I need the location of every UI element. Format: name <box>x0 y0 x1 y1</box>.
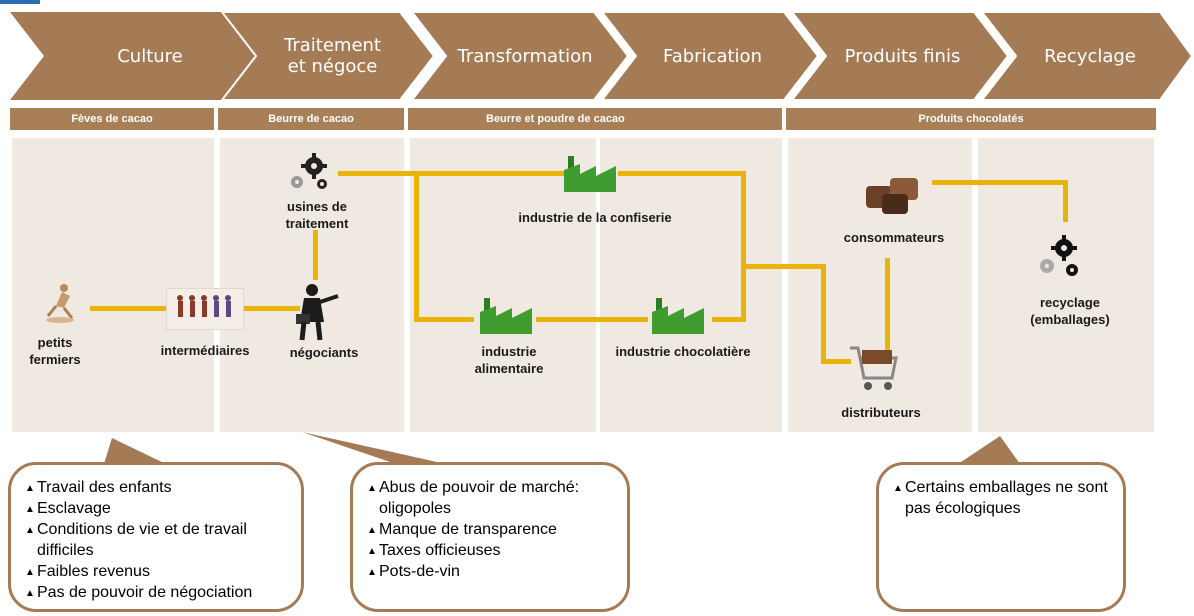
node-consommateurs: consommateurs <box>843 230 945 245</box>
node-recyclage-emballages: recyclage (emballages) <box>1030 295 1110 327</box>
chevron-produits-finis <box>789 11 1010 101</box>
callout-culture-issues: Travail des enfants Esclavage Conditions… <box>8 462 304 612</box>
panel-fabrication <box>600 138 782 432</box>
node-industrie-alimentaire: industrie alimentaire <box>474 344 544 376</box>
callout-recyclage-issues: Certains emballages ne sont pas écologiq… <box>876 462 1126 612</box>
factory-icon-confiserie <box>564 156 616 192</box>
category-produits-chocolates: Produits chocolatés <box>786 108 1156 130</box>
node-industrie-confiserie: industrie de la confiserie <box>518 210 672 225</box>
gears-icon-usines <box>291 153 327 189</box>
issue-item: Pots-de-vin <box>367 561 617 583</box>
people-chain-icon <box>166 288 244 330</box>
chevron-recyclage <box>979 11 1194 101</box>
chevron-transformation <box>409 11 630 101</box>
node-industrie-chocolatiere: industrie chocolatière <box>615 344 751 359</box>
issue-item: Taxes officieuses <box>367 540 617 562</box>
issue-item: Travail des enfants <box>25 477 291 499</box>
node-usines-traitement: usines de traitement <box>285 199 349 231</box>
callout-negoce-issues: Abus de pouvoir de marché: oligopoles Ma… <box>350 462 630 612</box>
issue-item: Conditions de vie et de travail difficil… <box>25 519 291 561</box>
chocolates-icon <box>866 178 918 214</box>
factory-icon-alimentaire <box>480 298 532 334</box>
gears-icon-recyclage <box>1040 235 1078 276</box>
chevron-fabrication <box>599 11 820 101</box>
issue-item: Manque de transparence <box>367 519 617 541</box>
stage-label-recyclage: Recyclage <box>1044 45 1136 67</box>
factory-icon-chocolatiere <box>652 298 704 334</box>
callout-connectors <box>104 432 1020 464</box>
shopping-cart-icon <box>850 346 898 390</box>
issue-item: Faibles revenus <box>25 561 291 583</box>
businessman-icon <box>296 284 339 341</box>
chevron-traitement <box>219 11 436 101</box>
issue-item: Certains emballages ne sont pas écologiq… <box>893 477 1113 519</box>
process-chevrons <box>10 11 1194 101</box>
stage-label-traitement: Traitement et négoce <box>284 35 381 77</box>
stage-label-culture: Culture <box>117 45 183 67</box>
category-beurre-poudre: Beurre et poudre de cacao <box>408 108 782 130</box>
header-accent-mark <box>0 0 40 4</box>
issue-item: Abus de pouvoir de marché: oligopoles <box>367 477 617 519</box>
stage-label-transformation: Transformation <box>457 45 593 67</box>
category-feves: Fèves de cacao <box>10 108 214 130</box>
category-beurre: Beurre de cacao <box>218 108 404 130</box>
panel-culture <box>12 138 214 432</box>
node-distributeurs: distributeurs <box>841 405 921 420</box>
issue-item: Esclavage <box>25 498 291 520</box>
stage-label-produits-finis: Produits finis <box>844 45 961 67</box>
chevron-culture <box>10 12 262 100</box>
issue-item: Pas de pouvoir de négociation <box>25 582 291 604</box>
node-negociants: négociants <box>289 345 359 360</box>
node-petits-fermiers: petits fermiers <box>29 335 81 367</box>
node-intermediaires: intermédiaires <box>160 343 250 358</box>
stage-label-fabrication: Fabrication <box>663 45 762 67</box>
farmer-icon <box>46 284 74 323</box>
